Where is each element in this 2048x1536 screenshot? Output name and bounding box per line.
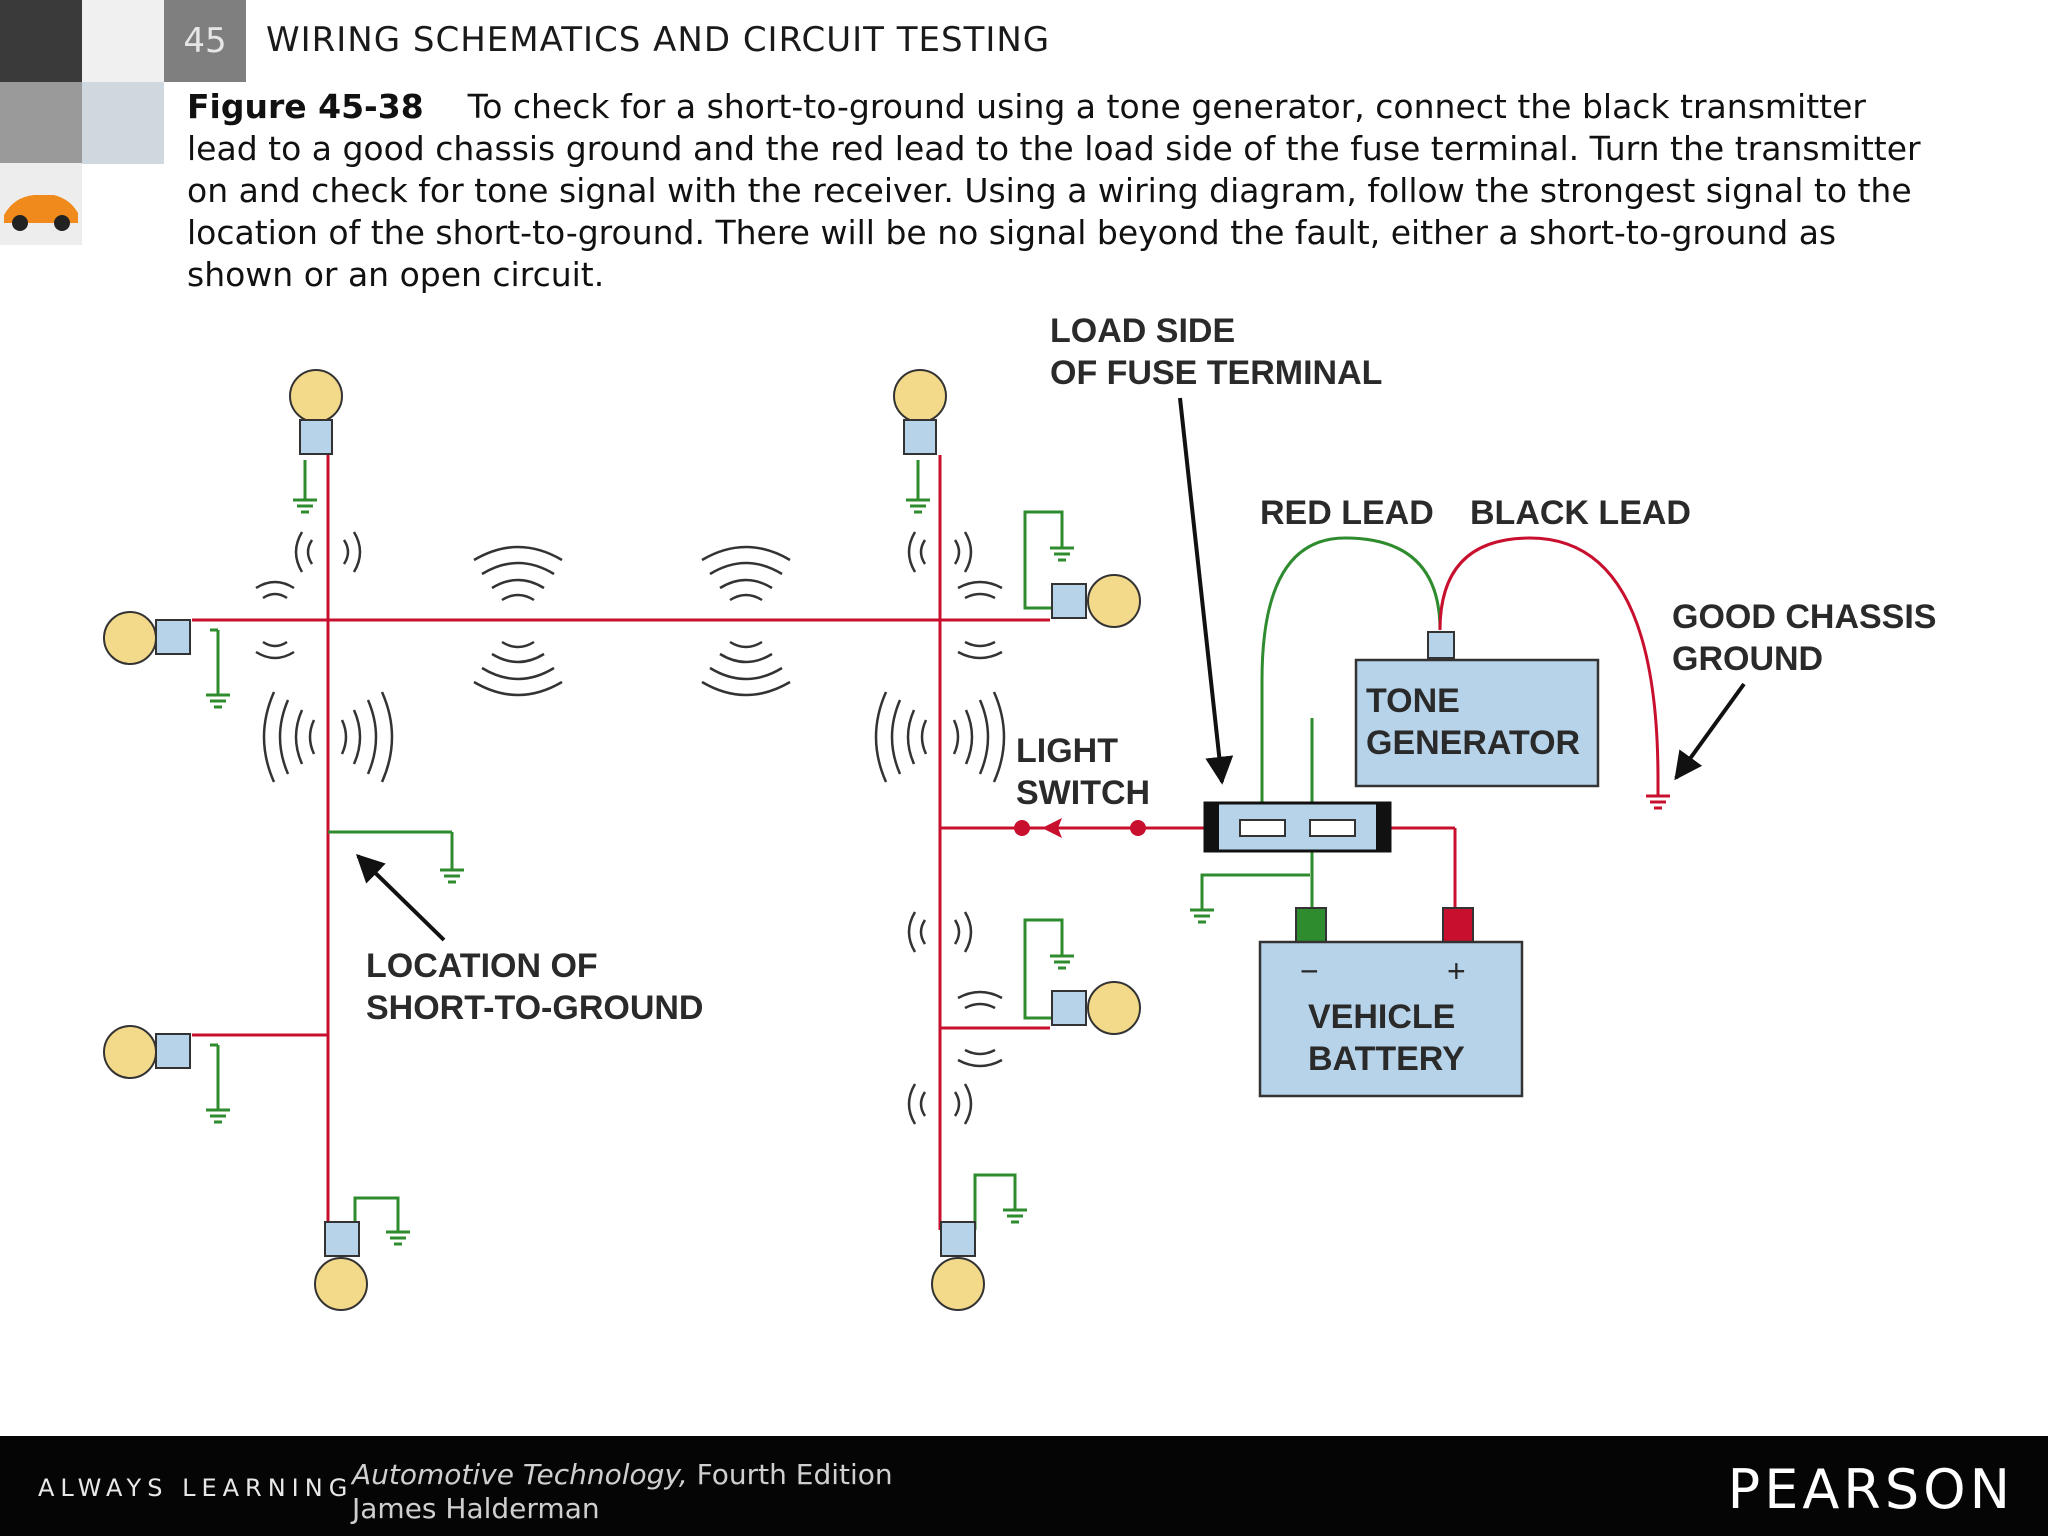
black-lead-label: BLACK LEAD [1470, 494, 1691, 532]
load-side-label-1: LOAD SIDE [1050, 312, 1235, 350]
light-switch [1014, 818, 1146, 838]
footer-bar: ALWAYS LEARNING Automotive Technology, F… [0, 1436, 2048, 1536]
location-label-1: LOCATION OF [366, 947, 598, 985]
light-switch-label-2: SWITCH [1016, 774, 1150, 812]
load-side-label-2: OF FUSE TERMINAL [1050, 354, 1382, 392]
bulb-socket [1051, 990, 1087, 1026]
location-label-2: SHORT-TO-GROUND [366, 989, 703, 1027]
sports-car-icon [4, 195, 78, 231]
bulb-icon [289, 369, 343, 423]
bulb-icon [103, 1025, 157, 1079]
caption-text: To check for a short-to-ground using a t… [187, 87, 1921, 294]
bulb-icon [314, 1257, 368, 1311]
tone-signal-waves [255, 531, 1006, 1125]
pointer-arrows [355, 397, 1746, 942]
battery-label-1: VEHICLE [1308, 998, 1455, 1036]
black-lead-wire [1438, 536, 1660, 786]
header-thumbnails [0, 0, 82, 245]
bulb-socket [1051, 583, 1087, 619]
wiring-diagram: TONE GENERATOR − + VEHICLE BATTERY LOAD … [103, 312, 1936, 1311]
vehicle-battery: − + VEHICLE BATTERY [1258, 907, 1524, 1098]
tone-label-1: TONE [1366, 682, 1460, 720]
car-photo-thumbnail [0, 0, 82, 82]
red-lead-label: RED LEAD [1260, 494, 1434, 532]
book-title: Automotive Technology, [352, 1458, 688, 1491]
bulb-socket [155, 1033, 191, 1069]
bulb-socket [155, 619, 191, 655]
bulb-icon [893, 369, 947, 423]
bulb-icon [1087, 981, 1141, 1035]
bulb-icon [103, 611, 157, 665]
battery-plus: + [1447, 953, 1466, 989]
book-edition: Fourth Edition [696, 1458, 893, 1491]
battery-minus: − [1300, 953, 1319, 989]
bulb-icon [931, 1257, 985, 1311]
chapter-title: WIRING SCHEMATICS AND CIRCUIT TESTING [266, 20, 1051, 60]
turbine-thumbnail [82, 82, 164, 164]
footer-book-info: Automotive Technology, Fourth Edition Ja… [352, 1458, 893, 1526]
battery-label-2: BATTERY [1308, 1040, 1465, 1078]
figure-label: Figure 45-38 [187, 87, 424, 126]
engine-photo-thumbnail [0, 82, 82, 164]
tone-label-2: GENERATOR [1366, 724, 1580, 762]
footer-tagline: ALWAYS LEARNING [38, 1474, 354, 1502]
red-lead-wire [1260, 536, 1442, 808]
fuse [1203, 801, 1392, 853]
bulbs [103, 369, 1141, 1311]
bulb-socket [324, 1221, 360, 1257]
ground-symbols [204, 488, 1670, 1246]
tone-generator: TONE GENERATOR [1354, 631, 1600, 788]
good-chassis-label-2: GROUND [1672, 640, 1823, 678]
bulb-socket [299, 419, 333, 455]
light-switch-label-1: LIGHT [1016, 732, 1118, 770]
ground-wires [210, 460, 1314, 1230]
publisher-logo: PEARSON [1727, 1458, 2014, 1521]
sports-car-thumbnail [0, 163, 82, 245]
good-chassis-label-1: GOOD CHASSIS [1672, 598, 1936, 636]
header-spacer [82, 0, 164, 82]
bulb-icon [1087, 574, 1141, 628]
book-author: James Halderman [352, 1492, 600, 1525]
bulb-socket [903, 419, 937, 455]
bulb-socket [940, 1221, 976, 1257]
chapter-number: 45 [164, 0, 246, 82]
